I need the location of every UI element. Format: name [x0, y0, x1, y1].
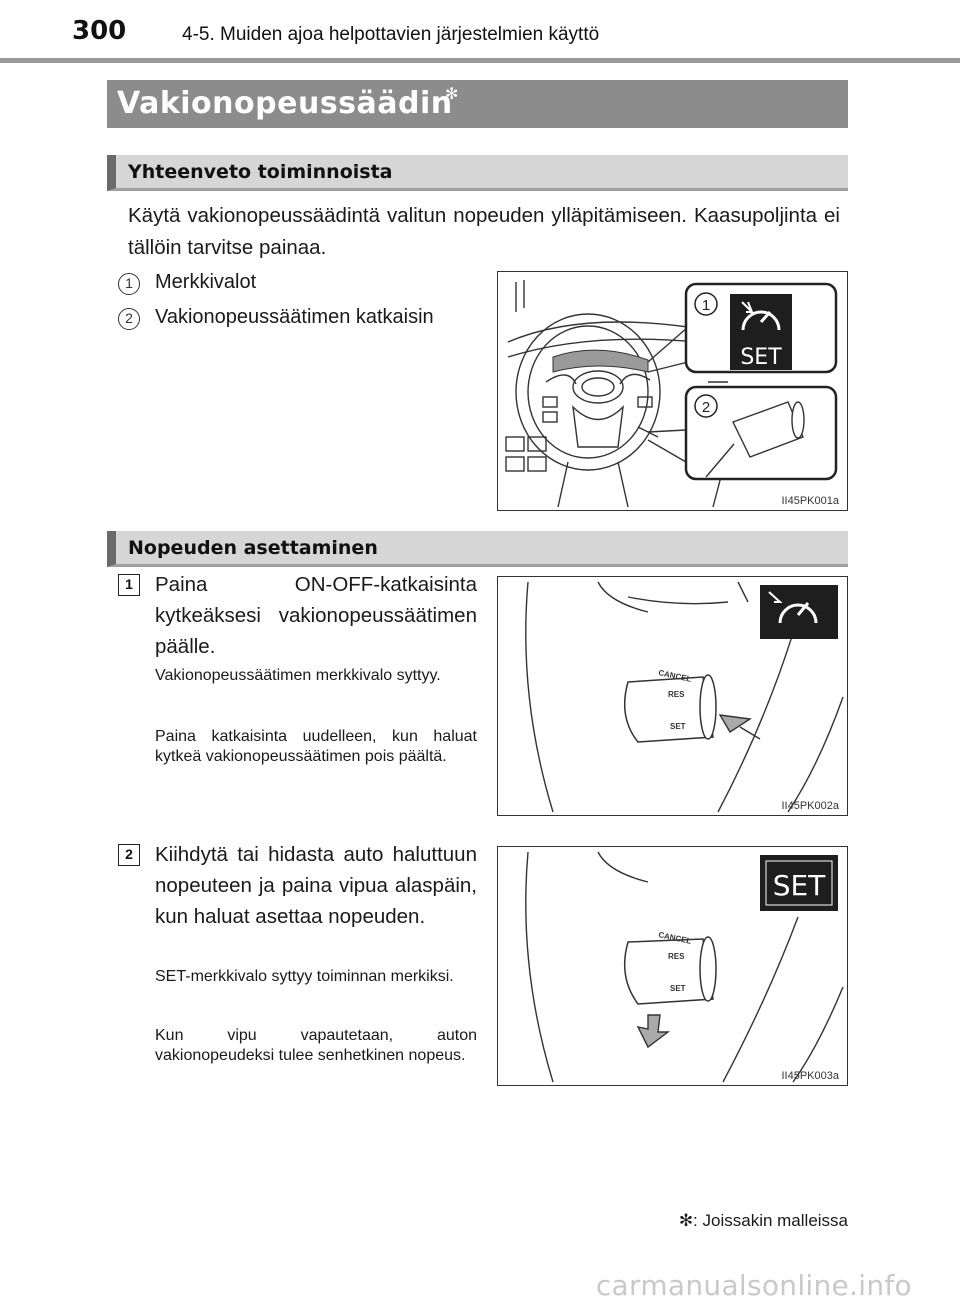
figure-marker-1: 1: [702, 297, 710, 314]
footnote: ✻: Joissakin malleissa: [678, 1211, 848, 1230]
section-heading-summary: Yhteenveto toiminnoista: [107, 155, 848, 191]
step-2-note-1: SET-merkkivalo syttyy toiminnan merkiksi…: [155, 968, 454, 985]
lever-down-illustration: CANCEL RES SET SET: [525, 851, 844, 1083]
callout-number-1: 1: [118, 273, 140, 295]
set-indicator-text: SET: [773, 869, 826, 902]
lever-res-text: RES: [668, 690, 685, 699]
section-heading-setting-speed: Nopeuden asettaminen: [107, 531, 848, 567]
section-heading-text: Nopeuden asettaminen: [128, 537, 378, 559]
page-number: 300: [72, 16, 127, 46]
figure-code: II45PK002a: [781, 800, 840, 812]
figure-dashboard: SET 1 2 II45PK001a: [497, 271, 848, 511]
set-indicator-text: SET: [740, 345, 782, 370]
lever-set-text: SET: [670, 722, 686, 731]
step-2-note-2: Kun vipu vapautetaan, auton vakionopeude…: [155, 1027, 477, 1064]
figure-marker-2: 2: [702, 399, 710, 416]
step-number-1: 1: [118, 574, 140, 596]
step-1-text: Paina ON-OFF-katkaisinta kytkeäksesi vak…: [155, 573, 477, 658]
step-number-2: 2: [118, 844, 140, 866]
page-title: Vakionopeussäädin: [117, 86, 453, 121]
intro-paragraph: Käytä vakionopeussäädintä valitun nopeud…: [128, 204, 840, 259]
callout-label-1: Merkkivalot: [155, 271, 257, 293]
lever-set-text: SET: [670, 984, 686, 993]
figure-on-off-switch: CANCEL RES SET II45PK002a: [497, 576, 848, 816]
dashboard-illustration: SET 1 2: [505, 280, 838, 508]
figure-code: II45PK003a: [781, 1070, 840, 1082]
running-head: 4-5. Muiden ajoa helpottavien järjestelm…: [182, 24, 600, 45]
step-2-text: Kiihdytä tai hidasta auto haluttuun nope…: [155, 843, 477, 928]
section-heading-text: Yhteenveto toiminnoista: [128, 161, 393, 183]
callout-label-2: Vakionopeussäätimen katkaisin: [155, 306, 434, 328]
step-1-note-2: Paina katkaisinta uudelleen, kun haluat …: [155, 728, 477, 765]
header-rule: [0, 58, 960, 63]
title-footnote-mark: ✻: [445, 86, 459, 103]
figure-code: II45PK001a: [781, 495, 840, 507]
watermark: carmanualsonline.info: [595, 1269, 912, 1302]
figure-set-speed: CANCEL RES SET SET II45PK003a: [497, 846, 848, 1086]
title-bar: Vakionopeussäädin ✻: [107, 80, 848, 128]
lever-res-text: RES: [668, 952, 685, 961]
lever-press-illustration: CANCEL RES SET: [525, 581, 844, 813]
step-1-note-1: Vakionopeussäätimen merkkivalo syttyy.: [155, 667, 441, 684]
callout-number-2: 2: [118, 308, 140, 330]
